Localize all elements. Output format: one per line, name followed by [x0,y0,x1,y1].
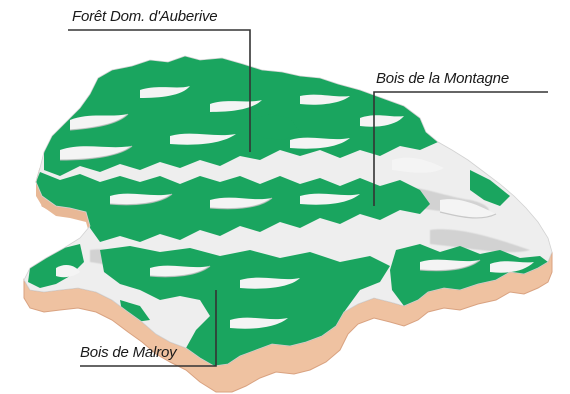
leader-line-bottom [80,290,217,367]
label-bois-montagne: Bois de la Montagne [376,70,509,87]
leader-lines [68,29,548,367]
leader-line-right [373,91,548,206]
label-bois-malroy: Bois de Malroy [80,344,177,361]
leader-line-top [68,29,251,152]
label-foret-auberive: Forêt Dom. d'Auberive [72,8,218,25]
